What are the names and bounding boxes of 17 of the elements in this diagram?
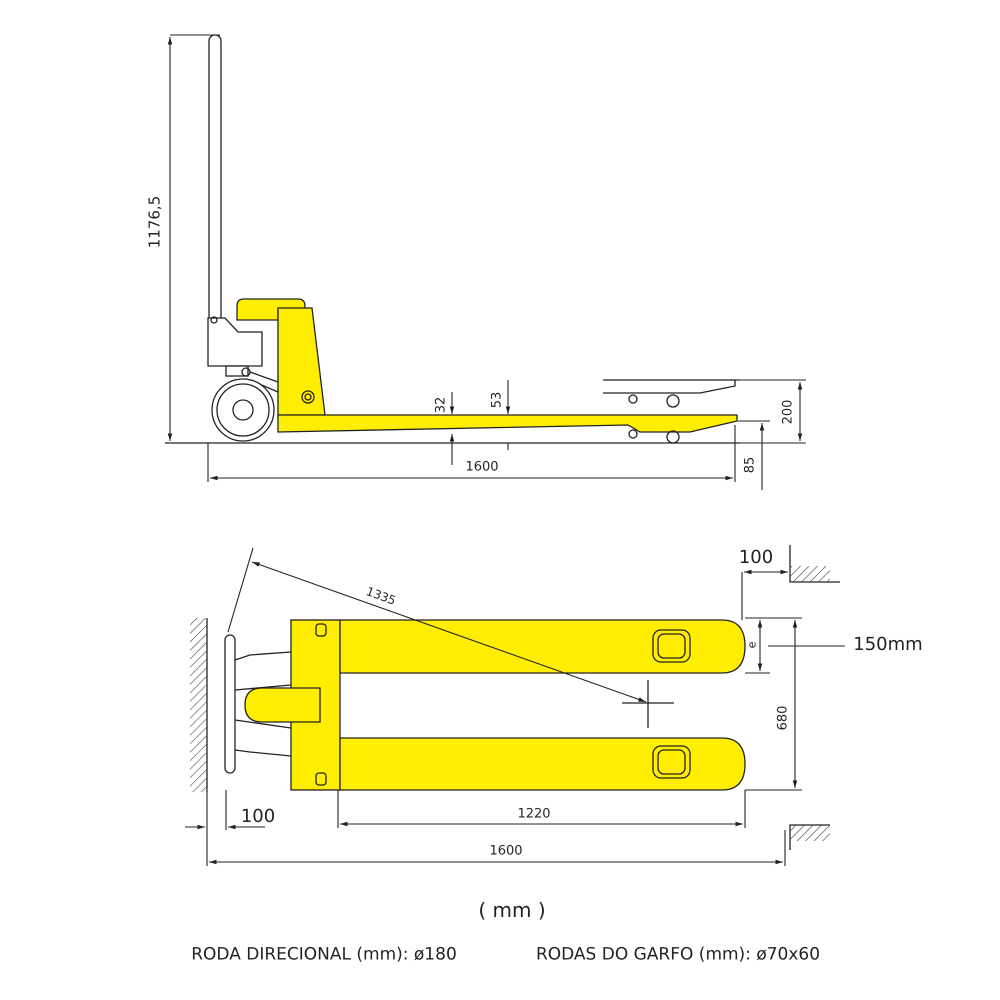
specification-text: RODAS DO GARFO (mm): ø70x60 (536, 946, 820, 964)
dimension-value: 53 (490, 392, 504, 408)
dimension-value: 150mm (853, 636, 923, 654)
specification-text: RODA DIRECIONAL (mm): ø180 (191, 946, 457, 964)
dimension-value: 1176,5 (148, 196, 162, 248)
dimension-symbol: e (746, 642, 758, 648)
dimension-value: 100 (738, 549, 774, 567)
dimension-value: 1600 (489, 844, 523, 858)
dimension-value: 32 (434, 396, 448, 414)
unit-note: ( mm ) (478, 900, 546, 920)
dimension-value: 200 (782, 400, 794, 424)
dimension-value: 1220 (517, 808, 551, 820)
dimension-value: 85 (744, 456, 756, 474)
dimension-value: 1335 (364, 585, 398, 607)
dimension-value: 100 (240, 808, 276, 826)
dimension-value: 1600 (465, 460, 499, 474)
dimension-value: 680 (776, 706, 790, 730)
